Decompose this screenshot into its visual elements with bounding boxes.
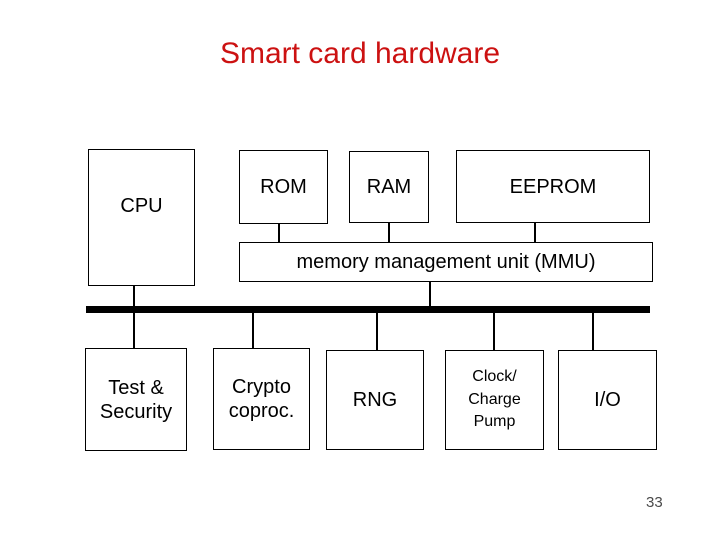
clock-charge-pump-box: Clock/ Charge Pump <box>445 350 544 450</box>
cpu-box: CPU <box>88 149 195 286</box>
io-label: I/O <box>594 389 621 411</box>
io-box: I/O <box>558 350 657 450</box>
connector-bus-io <box>592 312 594 351</box>
crypto-coproc-box: Crypto coproc. <box>213 348 310 450</box>
mmu-label: memory management unit (MMU) <box>296 251 596 273</box>
rom-box: ROM <box>239 150 328 224</box>
connector-ram-mmu <box>388 222 390 243</box>
rng-label: RNG <box>352 389 398 411</box>
page-number: 33 <box>646 494 663 511</box>
crypto-coproc-label: Crypto coproc. <box>228 376 295 422</box>
mmu-box: memory management unit (MMU) <box>239 242 653 282</box>
test-security-box: Test & Security <box>85 348 187 451</box>
slide-title: Smart card hardware <box>219 37 501 70</box>
connector-cpu-bus <box>133 285 135 307</box>
ram-label: RAM <box>366 176 412 198</box>
connector-eeprom-mmu <box>534 222 536 243</box>
test-security-label: Test & Security <box>99 376 173 423</box>
eeprom-label: EEPROM <box>509 175 597 198</box>
connector-bus-test <box>133 312 135 349</box>
connector-rom-mmu <box>278 223 280 243</box>
cpu-label: CPU <box>120 194 163 217</box>
rng-box: RNG <box>326 350 424 450</box>
bus-line <box>86 306 650 313</box>
connector-bus-clock <box>493 312 495 351</box>
connector-mmu-bus <box>429 281 431 307</box>
ram-box: RAM <box>349 151 429 223</box>
eeprom-box: EEPROM <box>456 150 650 223</box>
rom-label: ROM <box>260 176 307 198</box>
connector-bus-crypto <box>252 312 254 349</box>
clock-charge-pump-label: Clock/ Charge Pump <box>468 368 521 431</box>
connector-bus-rng <box>376 312 378 351</box>
